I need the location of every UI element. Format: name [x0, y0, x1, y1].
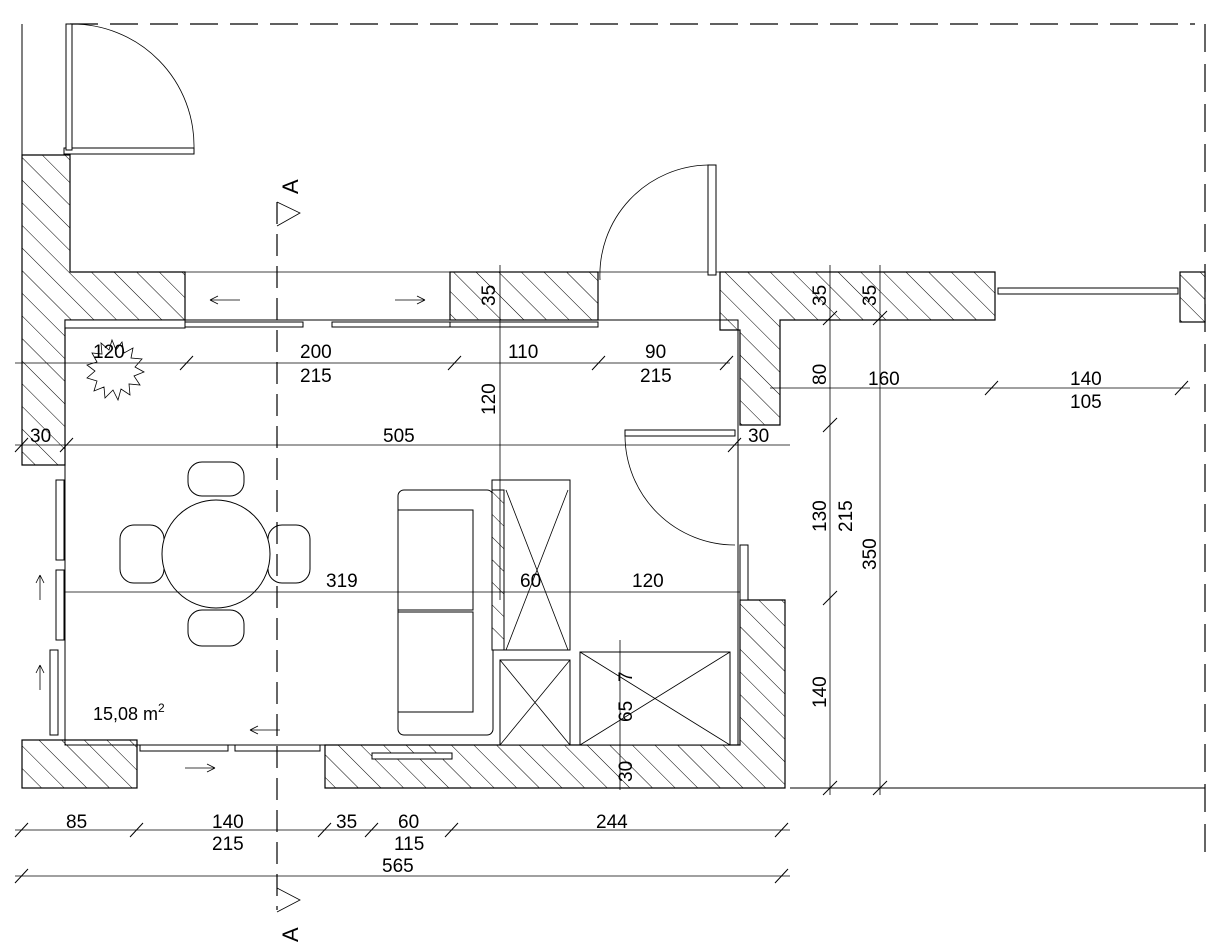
property-boundary: [21, 23, 1206, 860]
dim-65: 65: [616, 701, 637, 722]
dim-505: 505: [383, 426, 415, 447]
dim-7: 7: [616, 671, 637, 682]
dim-35-c: 35: [860, 285, 881, 306]
dim-244: 244: [596, 812, 628, 833]
dim-30-bottom: 30: [616, 761, 637, 782]
dimension-lines: [14, 265, 1190, 884]
dim-120-horizontal: 120: [632, 571, 664, 592]
dim-130: 130: [810, 500, 831, 532]
dim-140-right: 140: [1070, 369, 1102, 390]
sliding-arrows: [35, 295, 426, 773]
sofa: [397, 489, 494, 736]
dim-160: 160: [868, 369, 900, 390]
dim-30-left: 30: [30, 426, 51, 447]
dimension-labels-bottom: 85 140 215 35 60 115 244 565: [66, 812, 628, 877]
dining-table: [119, 461, 311, 647]
room-area-exponent: 2: [158, 701, 165, 715]
dim-140-vertical: 140: [810, 676, 831, 708]
wardrobe: [491, 479, 731, 746]
dim-140-bottom: 140: [212, 812, 244, 833]
dim-110: 110: [508, 342, 538, 363]
dim-85: 85: [66, 812, 87, 833]
windows: [49, 147, 1179, 760]
dim-35-bottom: 35: [336, 812, 357, 833]
dim-350: 350: [860, 538, 881, 570]
section-axis: A A: [276, 179, 303, 942]
dim-80: 80: [810, 364, 831, 385]
dim-60-bottom: 60: [398, 812, 419, 833]
dim-35-b: 35: [810, 285, 831, 306]
dim-215-bottom: 215: [212, 834, 244, 855]
room-area-label: 15,08 m2: [93, 701, 165, 724]
dimension-labels-top: 120 200 215 110 90 215 35 35 35: [93, 285, 881, 387]
section-label-top: A: [278, 179, 303, 194]
plant-icon: [86, 338, 145, 402]
dim-319: 319: [326, 571, 358, 592]
room-area-value: 15,08 m: [93, 704, 158, 724]
room-outline: [64, 271, 739, 746]
dim-60: 60: [520, 571, 541, 592]
dim-105: 105: [1070, 392, 1102, 413]
dim-30-right: 30: [748, 426, 769, 447]
dim-215-left: 215: [300, 366, 332, 387]
dim-200: 200: [300, 342, 332, 363]
walls: [21, 154, 1206, 789]
dimension-labels-middle: 30 505 30 120 319 60 120 7 65 30: [30, 383, 769, 782]
dim-120-vertical: 120: [479, 383, 500, 415]
dim-35-a: 35: [479, 285, 500, 306]
dim-115: 115: [394, 834, 424, 855]
dim-215-vertical: 215: [836, 500, 857, 532]
dim-215-right: 215: [640, 366, 672, 387]
dim-120-top: 120: [93, 342, 125, 363]
doors: [65, 23, 736, 546]
section-label-bottom: A: [278, 927, 303, 942]
dim-90: 90: [645, 342, 666, 363]
dim-565: 565: [382, 856, 414, 877]
dimension-labels-right: 80 160 140 105 130 215 350 140: [810, 364, 1102, 708]
